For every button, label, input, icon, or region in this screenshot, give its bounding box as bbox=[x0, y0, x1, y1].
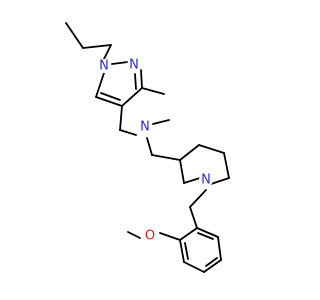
bond-aryl-oxygen bbox=[159, 232, 181, 241]
bond-benzene-3 bbox=[183, 261, 205, 273]
bond-pyrazole-n2-c3-double bbox=[134, 73, 137, 90]
bond-pyrazole-methyl bbox=[141, 87, 165, 95]
atom-amine-n-label: N bbox=[140, 120, 150, 135]
atom-oxygen-label: O bbox=[145, 229, 155, 244]
bond-pyrazole-c4-c5-double bbox=[100, 92, 121, 101]
bond-pyrazole-c3-c4 bbox=[121, 87, 143, 107]
bond-pyrazole-c4-c5 bbox=[95, 96, 123, 107]
bond-benzene-2 bbox=[179, 239, 185, 263]
atom-labels: N N N N O bbox=[97, 58, 213, 244]
bond-pyrazole-n1-n2 bbox=[111, 61, 129, 65]
bond-piperidine-n-c2 bbox=[183, 177, 201, 184]
bond-piperidine-c3-c4 bbox=[179, 144, 200, 161]
bond-piperidine-c5-c6 bbox=[223, 152, 230, 179]
bond-pyrazole-n2-c3 bbox=[140, 69, 143, 89]
bond-oxygen-methyl bbox=[127, 231, 141, 239]
molecule-structure-diagram: N N N N O bbox=[65, 22, 230, 273]
bond-lines bbox=[65, 22, 230, 273]
bond-piperidine-c2-c3 bbox=[179, 159, 185, 184]
bond-benzene-5 bbox=[217, 236, 222, 261]
bond-piperidine-c6-n bbox=[210, 177, 230, 185]
bond-propyl-3 bbox=[103, 44, 112, 60]
bond-benzene-4 bbox=[203, 259, 222, 273]
bond-ch2-pyrazole bbox=[119, 105, 123, 131]
bond-piperidine-c4-c5 bbox=[198, 144, 225, 154]
bond-ethyl-2 bbox=[189, 206, 198, 229]
bond-n-ethyl-1 bbox=[189, 189, 207, 208]
bond-benzene-inner-2 bbox=[205, 257, 218, 267]
bond-benzene-1 bbox=[179, 227, 198, 241]
atom-n1-label: N bbox=[99, 59, 109, 74]
bond-amine-ch2 bbox=[146, 137, 153, 156]
bond-benzene-inner-1 bbox=[184, 242, 189, 260]
bond-ch2-piperidine bbox=[151, 154, 181, 161]
bond-pyrazole-n1-c5 bbox=[95, 72, 105, 98]
bond-amine-methyl bbox=[152, 119, 170, 125]
atom-n2-label: N bbox=[129, 58, 139, 73]
bond-benzene-inner-3 bbox=[197, 232, 214, 240]
atom-piperidine-n-label: N bbox=[201, 173, 211, 188]
bond-propyl-1 bbox=[65, 22, 84, 49]
bond-ch2-amine bbox=[119, 129, 137, 136]
bond-propyl-2 bbox=[82, 44, 112, 49]
bond-benzene-6 bbox=[196, 227, 219, 238]
